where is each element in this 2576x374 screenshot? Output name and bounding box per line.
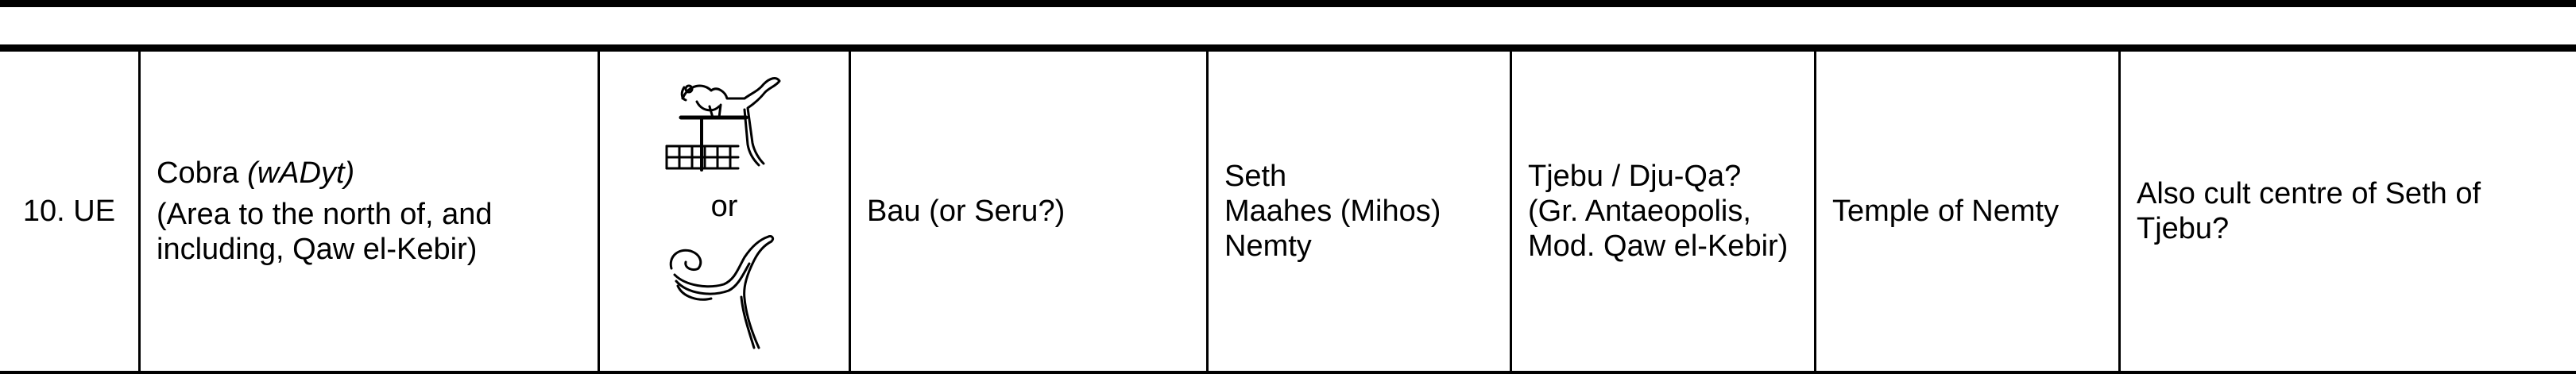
notes-text: Also cult centre of Seth of Tjebu? — [2137, 177, 2481, 245]
header-separator-rule — [0, 44, 2576, 52]
coiled-serpent-glyph-icon — [669, 235, 774, 349]
capital-name: Bau (or Seru?) — [867, 195, 1066, 228]
notes-cell: Also cult centre of Seth of Tjebu? — [2118, 52, 2576, 371]
town-alt-names: (Gr. Antaeopolis, Mod. Qaw el-Kebir) — [1528, 195, 1789, 263]
nome-number: 10. UE — [22, 195, 116, 228]
table-row: 10. UE Cobra (wADyt) (Area to the north … — [0, 52, 2576, 371]
or-label: or — [710, 190, 738, 223]
town-name: Tjebu / Dju-Qa? — [1528, 160, 1742, 193]
hieroglyph-cell: or — [598, 52, 849, 371]
deities-cell: Seth Maahes (Mihos) Nemty — [1206, 52, 1510, 371]
town-cell: Tjebu / Dju-Qa? (Gr. Antaeopolis, Mod. Q… — [1510, 52, 1814, 371]
temple-cell: Temple of Nemty — [1814, 52, 2118, 371]
deity-item: Nemty — [1224, 229, 1312, 263]
emblem-cell: Cobra (wADyt) (Area to the north of, and… — [138, 52, 598, 371]
nome-number-cell: 10. UE — [0, 52, 138, 371]
emblem-name: Cobra — [157, 156, 239, 190]
bottom-border-rule — [0, 371, 2576, 374]
standard-with-coiled-serpent-glyph-icon — [665, 77, 780, 172]
emblem-area-note: (Area to the north of, and including, Qa… — [157, 198, 493, 266]
deity-item: Maahes (Mihos) — [1224, 195, 1441, 228]
top-border-rule — [0, 0, 2576, 7]
temple-name: Temple of Nemty — [1832, 195, 2060, 228]
emblem-transliteration: (wADyt) — [247, 156, 355, 190]
capital-cell: Bau (or Seru?) — [849, 52, 1206, 371]
deity-item: Seth — [1224, 160, 1287, 193]
